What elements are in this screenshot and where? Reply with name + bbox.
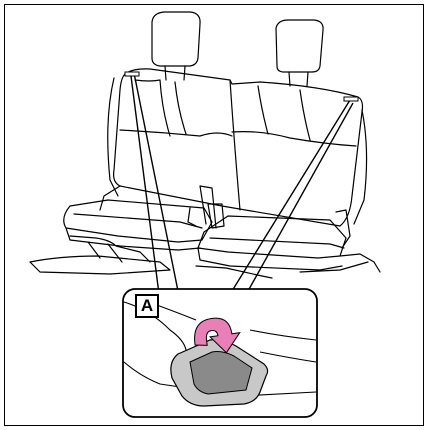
right-cushion xyxy=(198,216,346,258)
leader-lines xyxy=(131,73,353,294)
left-latch-marker xyxy=(125,72,139,76)
left-cushion xyxy=(64,200,212,242)
right-headrest xyxy=(276,20,323,86)
seat-back xyxy=(114,69,363,226)
callout-label: A xyxy=(135,294,159,318)
rear-seat-bench xyxy=(30,12,380,278)
right-latch-marker xyxy=(344,97,358,101)
